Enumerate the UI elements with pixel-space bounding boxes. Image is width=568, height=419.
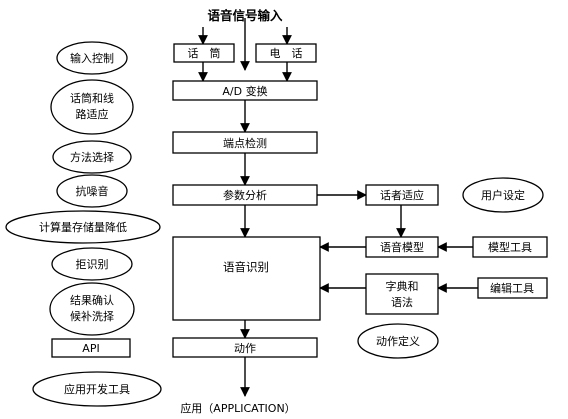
- node-voice-model: 语音模型: [365, 236, 439, 258]
- side-item-mic-line-label-2: 路适应: [76, 107, 109, 121]
- side-item-reject-label: 拒识别: [76, 258, 109, 271]
- node-application-label: 应用（APPLICATION）: [180, 401, 295, 415]
- side-item-result-confirmation: 结果确认 候补洗择: [49, 282, 135, 336]
- node-recognition-label: 语音识别: [223, 260, 269, 274]
- side-item-method-selection: 方法选择: [52, 140, 132, 174]
- node-param-label: 参数分析: [223, 188, 267, 202]
- node-ad-conversion: A/D 变换: [172, 80, 318, 101]
- side-item-mic-line-label-1: 话筒和线: [70, 91, 114, 105]
- node-speaker-adapt-label: 话者适应: [380, 188, 424, 202]
- node-parameter-analysis: 参数分析: [172, 184, 318, 206]
- node-dict-label-line2: 语法: [391, 295, 413, 309]
- node-endpoint-detection: 端点检测: [172, 131, 318, 154]
- node-action: 动作: [172, 337, 318, 358]
- node-dict-label-line1: 字典和: [386, 279, 419, 293]
- side-item-mic-line-adaptation: 话筒和线 路适应: [50, 79, 134, 135]
- node-speech-recognition: 语音识别: [172, 236, 321, 321]
- node-action-def-label: 动作定义: [376, 334, 420, 348]
- side-item-confirm-label-2: 候补洗择: [70, 309, 114, 323]
- side-item-method-selection-label: 方法选择: [70, 150, 114, 164]
- side-item-confirm-label-1: 结果确认: [70, 294, 114, 307]
- side-item-dev-tools: 应用开发工具: [32, 371, 162, 407]
- side-item-compute-storage-reduction: 计算量存储量降低: [5, 210, 161, 244]
- side-item-dev-tools-label: 应用开发工具: [64, 382, 130, 396]
- side-item-anti-noise: 抗噪音: [56, 174, 128, 208]
- side-item-reject-recognition: 拒识别: [51, 247, 133, 281]
- node-user-setting-label: 用户设定: [481, 188, 525, 202]
- node-model-tool-label: 模型工具: [488, 240, 532, 254]
- side-item-compute-reduce-label: 计算量存储量降低: [39, 220, 127, 234]
- node-endpoint-label: 端点检测: [223, 136, 267, 150]
- node-ad-label: A/D 变换: [222, 84, 267, 98]
- node-edit-tool: 编辑工具: [477, 277, 548, 299]
- node-phone-label: 电 话: [270, 47, 303, 60]
- side-item-input-control: 输入控制: [56, 41, 128, 75]
- side-item-api: API: [51, 338, 131, 358]
- flow-arrows: [198, 18, 478, 397]
- node-mic: 话 筒: [173, 43, 235, 63]
- node-dictionary-grammar: 字典和 语法: [365, 273, 439, 315]
- node-user-setting: 用户设定: [462, 177, 544, 213]
- node-voice-model-label: 语音模型: [380, 240, 424, 254]
- side-item-api-label: API: [82, 342, 99, 355]
- node-model-tool: 模型工具: [472, 236, 548, 258]
- side-item-anti-noise-label: 抗噪音: [76, 184, 109, 198]
- node-mic-label: 话 筒: [188, 46, 221, 60]
- node-speaker-adaptation: 话者适应: [365, 184, 439, 206]
- side-item-input-control-label: 输入控制: [70, 51, 114, 65]
- node-action-label: 动作: [234, 342, 256, 355]
- diagram-title: 语音信号输入: [207, 8, 283, 23]
- node-edit-tool-label: 编辑工具: [490, 281, 534, 295]
- node-phone: 电 话: [255, 43, 317, 63]
- node-action-definition: 动作定义: [357, 323, 439, 359]
